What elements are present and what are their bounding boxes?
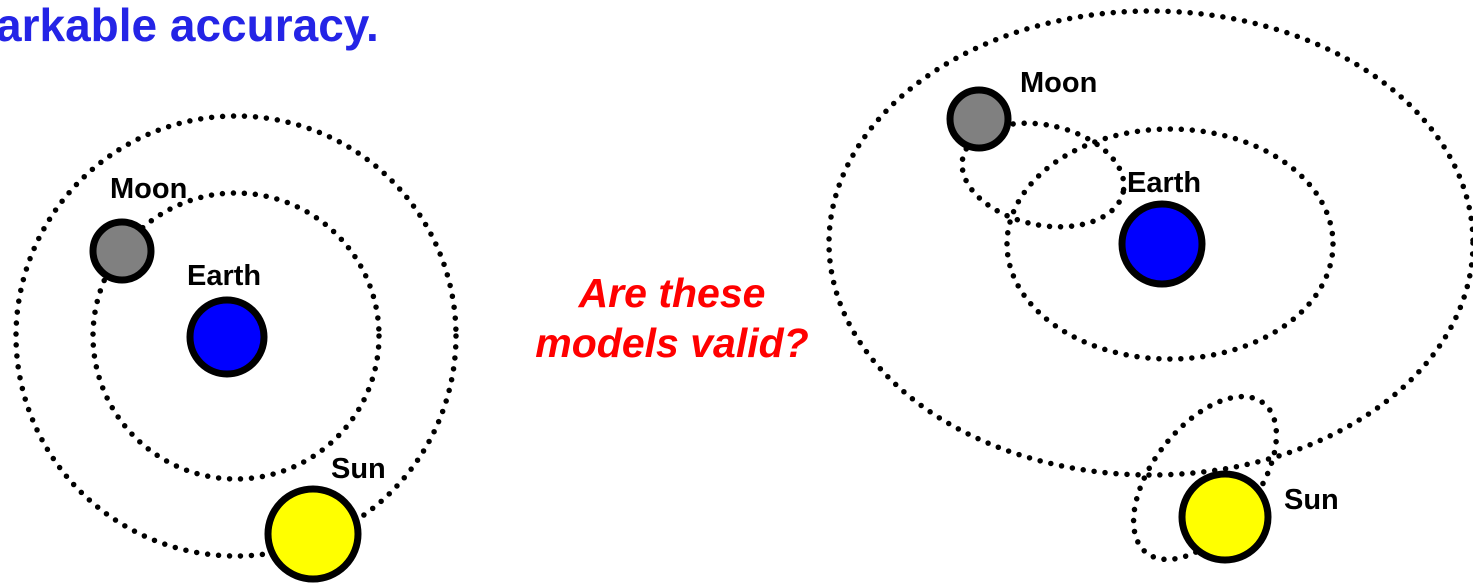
question-line-2: models valid? <box>535 320 809 366</box>
question-text: Are these models valid? <box>486 268 858 368</box>
right-sun <box>1178 470 1272 564</box>
left-earth <box>186 296 268 378</box>
right-outer-orbit <box>826 8 1473 478</box>
left-earth-label: Earth <box>187 260 261 292</box>
right-earth-label: Earth <box>1127 167 1201 199</box>
question-line-1: Are these <box>578 270 766 316</box>
right-earth-orbit <box>1004 126 1336 362</box>
right-earth <box>1118 200 1206 288</box>
left-moon-label: Moon <box>110 173 187 205</box>
left-sun <box>264 485 362 583</box>
right-moon <box>946 86 1012 152</box>
right-sun-label: Sun <box>1284 484 1339 516</box>
left-moon-orbit <box>90 190 382 482</box>
left-moon <box>89 218 155 284</box>
right-moon-epicycle <box>959 120 1127 230</box>
slide-title: arkable accuracy. <box>0 0 379 51</box>
left-sun-label: Sun <box>331 453 386 485</box>
left-sun-orbit <box>13 113 459 559</box>
right-moon-label: Moon <box>1020 67 1097 99</box>
right-model: Moon Earth Sun <box>826 8 1473 564</box>
left-model: Moon Earth Sun <box>13 113 459 583</box>
